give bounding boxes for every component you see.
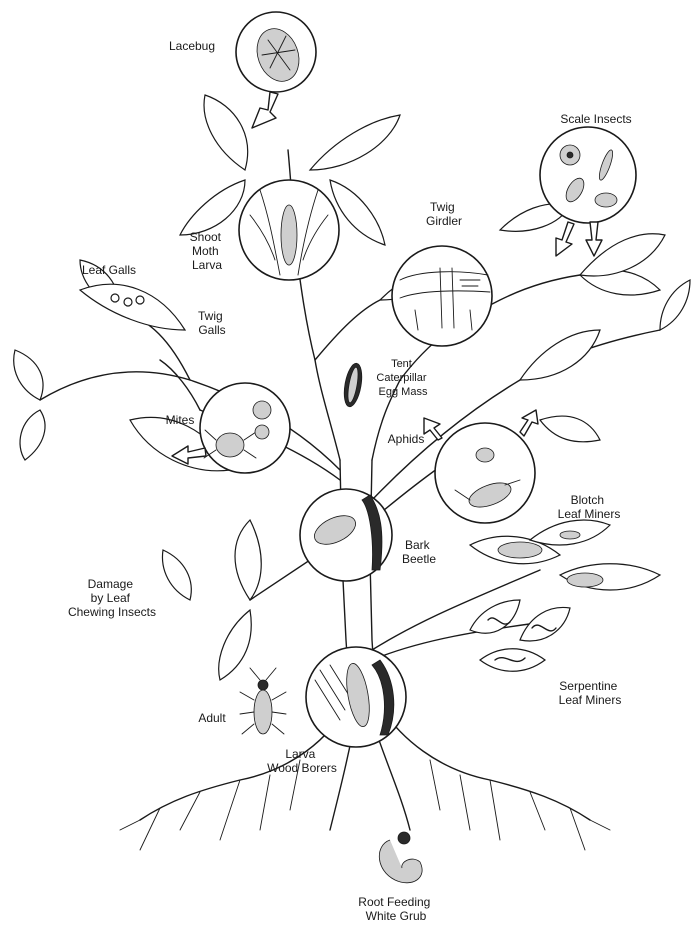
label-larva-wood-borers: Larva Wood Borers (267, 747, 337, 775)
adult-beetle (240, 668, 286, 734)
lacebug-inset (236, 12, 316, 128)
shoot-moth-inset (239, 180, 339, 280)
label-mites: Mites (166, 413, 195, 427)
label-adult: Adult (198, 711, 226, 725)
label-twig-girdler: Twig Girdler (426, 200, 462, 228)
label-twig-galls: Twig Galls (198, 309, 226, 337)
aphids-inset (424, 410, 538, 523)
label-blotch-leaf-miners: Blotch Leaf Miners (558, 493, 621, 521)
wood-borer-inset (306, 647, 406, 747)
bark-beetle-inset (300, 489, 392, 581)
label-root-feeding-white-grub: Root Feeding White Grub (358, 895, 433, 923)
label-leaf-galls: Leaf Galls (82, 263, 136, 277)
white-grub (379, 832, 422, 883)
label-damage-leaf-chewing: Damage by Leaf Chewing Insects (68, 577, 156, 619)
label-scale-insects: Scale Insects (560, 112, 631, 126)
label-shoot-moth-larva: Shoot Moth Larva (190, 230, 225, 272)
label-serpentine-leaf-miners: Serpentine Leaf Miners (559, 679, 622, 707)
egg-mass (341, 362, 364, 408)
label-tent-caterpillar: Tent Caterpillar Egg Mass (376, 358, 429, 398)
label-lacebug: Lacebug (169, 39, 215, 53)
label-bark-beetle: Bark Beetle (402, 538, 436, 566)
label-aphids: Aphids (388, 432, 425, 446)
scale-insects-inset (540, 127, 636, 256)
twig-girdler-inset (392, 246, 492, 346)
